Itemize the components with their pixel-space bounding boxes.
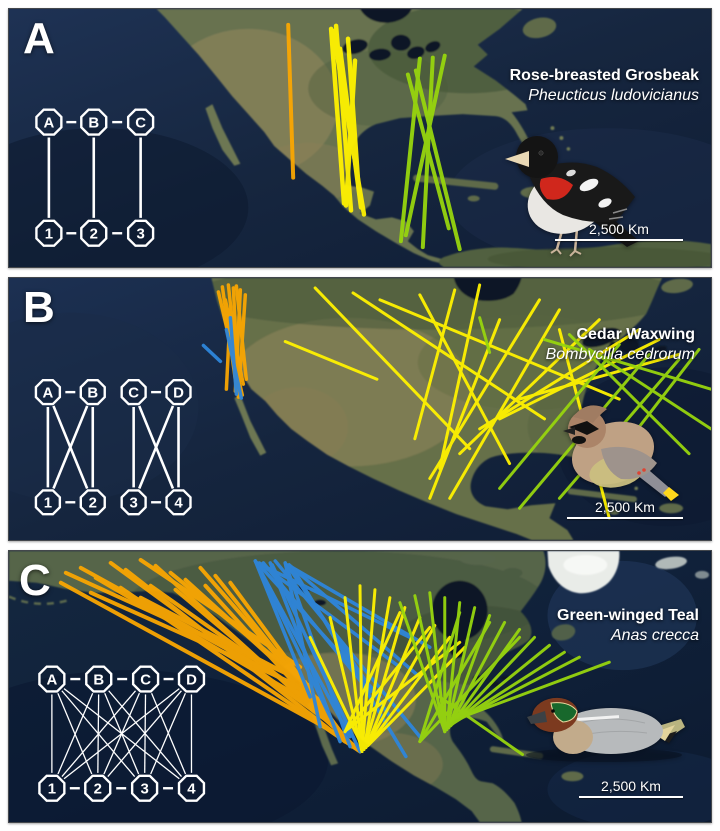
routes-orange [286,22,296,180]
svg-text:D: D [173,385,184,402]
svg-text:A: A [42,385,53,402]
network-node-B: B [80,108,108,136]
bird-image-C [526,697,685,762]
network-node-D: D [177,665,206,693]
svg-text:2: 2 [90,226,98,243]
svg-text:4: 4 [187,781,196,798]
network-edge [138,405,175,489]
panel-B: A B C D 1 2 3 4 B Cedar Waxwing Bombycilla cedr… [8,277,712,541]
svg-text:3: 3 [129,495,137,512]
svg-text:1: 1 [48,781,56,798]
scale-bar-line [567,517,683,519]
network-edge [63,688,180,780]
scale-bar: 2,500 Km [555,221,683,241]
svg-text:1: 1 [44,495,52,512]
species-common-name: Rose-breasted Grosbeak [509,67,699,84]
network-node-D: D [165,379,192,406]
species-scientific-name: Bombycilla cedrorum [545,346,695,364]
svg-text:C: C [135,115,146,132]
species-label: Cedar Waxwing Bombycilla cedrorum [546,325,695,366]
network-node-1: 1 [38,774,66,802]
panel-letter: C [19,556,51,605]
bird-image-A [505,136,639,257]
svg-text:C: C [140,672,151,689]
network-node-1: 1 [35,219,63,247]
svg-text:C: C [128,385,139,402]
svg-text:D: D [186,672,197,689]
connectivity-network: A B C D 1 2 3 4 [38,665,206,802]
scale-bar-label: 2,500 Km [595,499,655,515]
network-node-3: 3 [120,489,147,516]
map-overlay: A B C 1 2 3 [35,22,462,252]
scale-bar-label: 2,500 Km [601,778,661,794]
network-node-4: 4 [165,489,192,516]
species-scientific-name: Pheucticus ludovicianus [528,87,699,105]
scale-bar-line [579,796,683,798]
connectivity-network: A B C D 1 2 3 4 [34,379,192,516]
species-label: Green-winged Teal Anas crecca [557,606,699,647]
scale-bar: 2,500 Km [567,499,683,519]
routes-blue [201,315,244,400]
network-edge [52,405,89,489]
network-node-3: 3 [126,219,155,247]
svg-text:3: 3 [140,781,148,798]
svg-text:1: 1 [45,226,53,243]
network-node-A: A [35,108,63,136]
species-common-name: Green-winged Teal [557,607,699,624]
network-node-B: B [79,379,106,406]
svg-text:B: B [88,115,99,132]
network-node-C: C [131,665,160,693]
map-overlay: A B C D 1 2 3 4 [38,557,611,802]
bird-image-B [563,405,679,501]
scale-bar: 2,500 Km [579,778,683,798]
network-node-2: 2 [80,219,108,247]
lakes [342,9,441,61]
map-overlay: A B C D 1 2 3 4 [34,283,711,520]
network-edge [150,692,186,775]
network-edge [57,692,94,775]
islands [459,552,710,782]
land-mass [211,278,693,540]
scale-bar-line [555,239,683,241]
species-scientific-name: Anas crecca [610,627,699,645]
routes-yellow-green [398,53,462,252]
network-node-B: B [85,665,113,693]
routes-yellow [328,23,367,217]
species-label: Rose-breasted Grosbeak Pheucticus ludovi… [510,66,699,107]
network-edge [107,690,182,777]
network-node-2: 2 [79,489,106,516]
svg-text:3: 3 [136,226,144,243]
panel-C: A B C D 1 2 3 4 C Green-winged Teal Anas crecca… [8,550,712,823]
network-node-3: 3 [130,774,159,802]
green-winged-teal-illustration [526,697,685,762]
svg-text:2: 2 [94,781,102,798]
svg-text:4: 4 [174,495,183,512]
panel-letter: A [23,14,55,63]
connectivity-network: A B C 1 2 3 [35,108,155,247]
svg-text:A: A [46,672,57,689]
cedar-waxwing-illustration [563,405,679,501]
network-node-A: A [34,379,62,406]
network-node-C: C [120,379,147,406]
rose-breasted-grosbeak-illustration [505,136,639,257]
network-node-1: 1 [34,489,62,516]
svg-text:B: B [87,385,98,402]
svg-text:2: 2 [89,495,97,512]
network-node-A: A [38,665,66,693]
scale-bar-label: 2,500 Km [589,221,649,237]
network-edge [61,690,137,777]
lakes [453,278,667,366]
species-common-name: Cedar Waxwing [576,326,695,343]
panel-A: A B C 1 2 3 A Rose-breasted Grosbeak Pheuctic… [8,8,712,268]
svg-text:B: B [93,672,104,689]
routes-yellow-green [398,591,611,756]
svg-text:A: A [43,115,54,132]
network-node-4: 4 [177,774,206,802]
network-node-C: C [126,108,155,136]
panel-letter: B [23,283,55,332]
network-node-2: 2 [84,774,112,802]
